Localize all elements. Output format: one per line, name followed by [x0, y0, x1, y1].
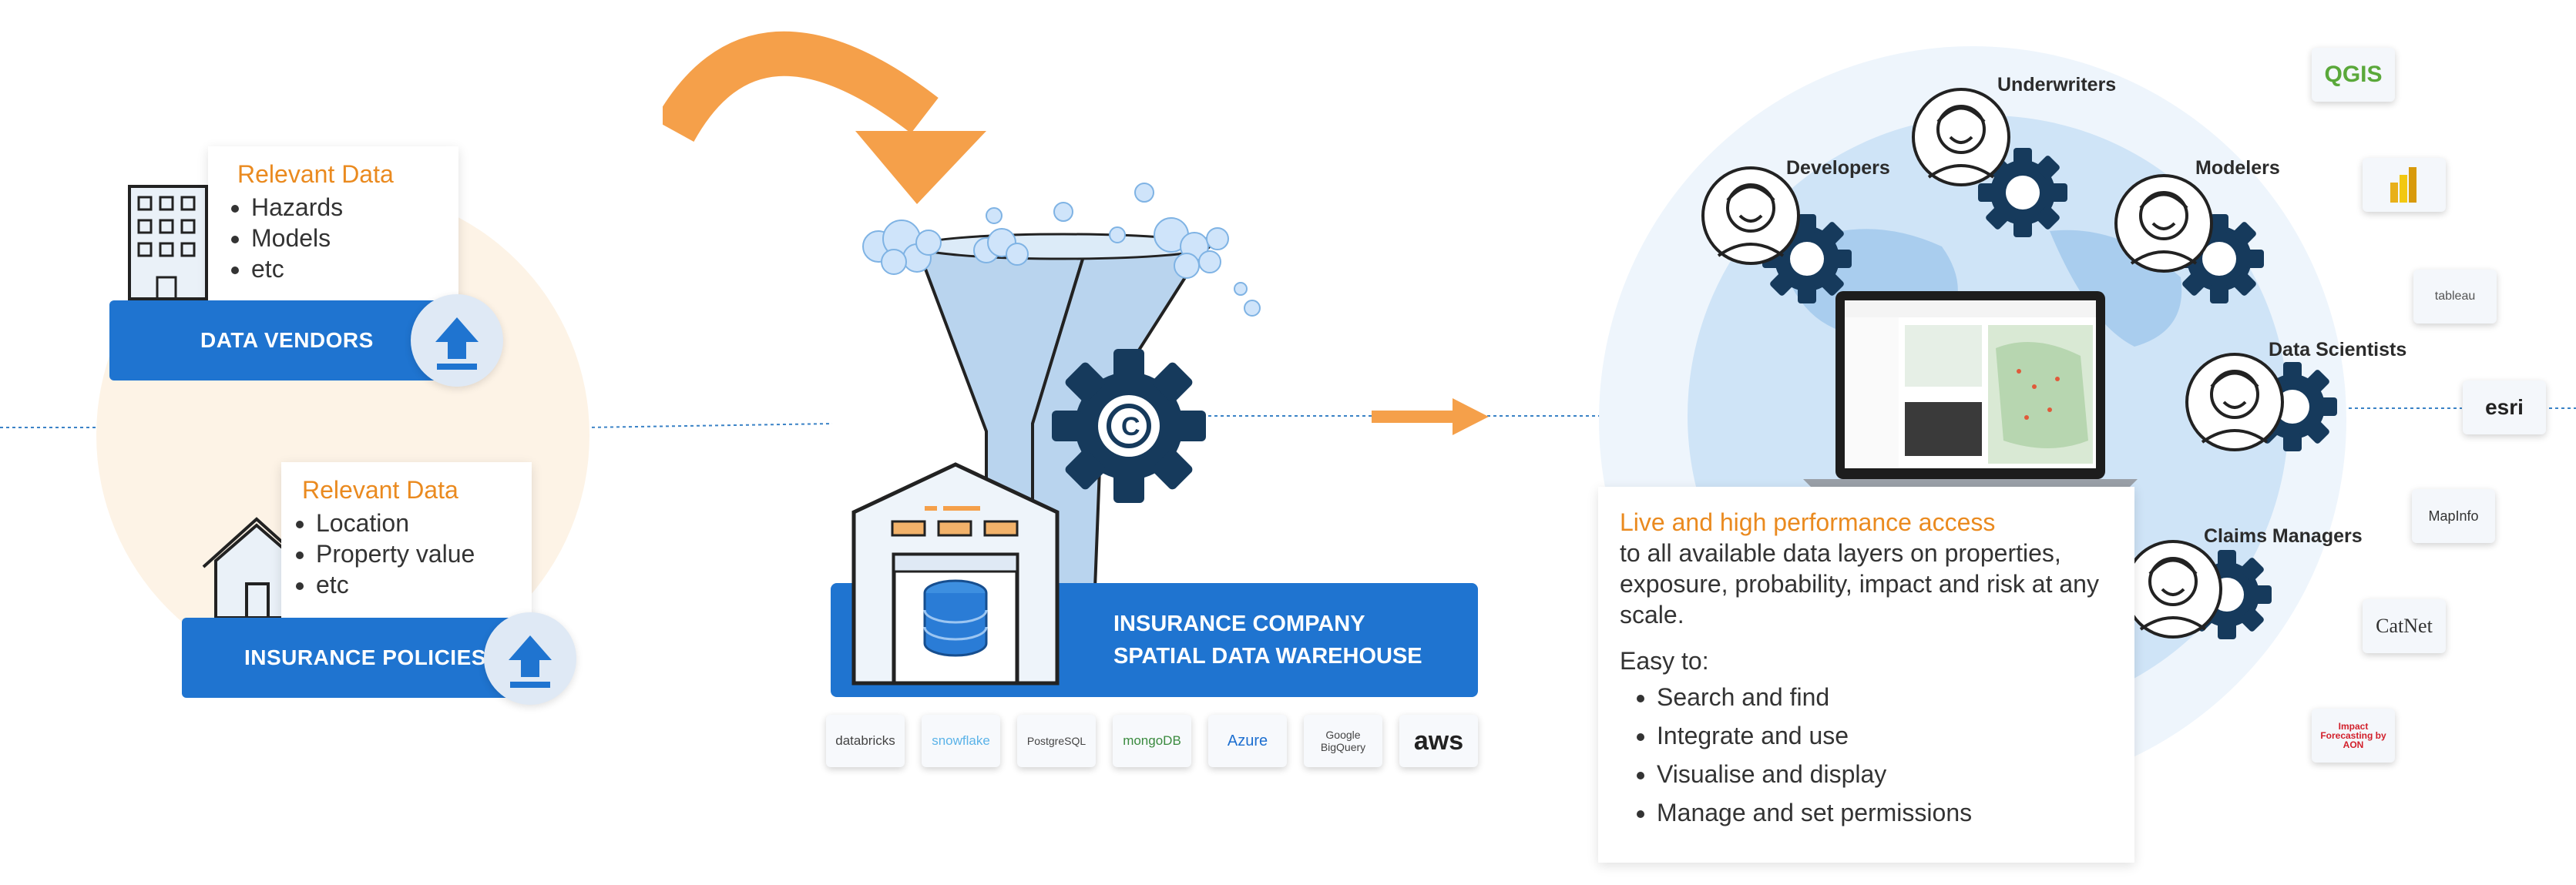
role-claims-managers-label: Claims Managers	[2204, 525, 2363, 547]
list-item: etc	[251, 253, 458, 284]
easy-to-list: Search and find Integrate and use Visual…	[1620, 678, 2134, 832]
list-item: Location	[316, 508, 532, 538]
power-bi-logo	[2363, 158, 2446, 212]
policies-card-title: Relevant Data	[302, 476, 458, 504]
mapinfo-logo: MapInfo	[2412, 489, 2495, 543]
mongodb-logo: mongoDB	[1113, 715, 1191, 767]
access-highlight: Live and high performance access	[1620, 508, 1996, 536]
list-item: Visualise and display	[1657, 755, 2134, 793]
insurance-policies-label: INSURANCE POLICIES	[244, 645, 486, 669]
role-underwriters-label: Underwriters	[1997, 74, 2117, 96]
snowflake-logo: snowflake	[922, 715, 1000, 767]
list-item: Search and find	[1657, 678, 2134, 716]
list-item: Models	[251, 223, 458, 253]
esri-logo: esri	[2463, 380, 2546, 434]
power-bi-icon	[2390, 167, 2416, 203]
warehouse-title-line2: SPATIAL DATA WAREHOUSE	[1113, 644, 1422, 669]
tableau-logo: tableau	[2413, 270, 2497, 323]
qgis-logo: QGIS	[2312, 48, 2395, 102]
funnel-icon	[862, 183, 1261, 626]
arrow-right-icon	[1372, 398, 1489, 435]
role-developers-label: Developers	[1786, 157, 1890, 179]
aws-logo: aws	[1399, 715, 1478, 767]
azure-logo: Azure	[1208, 715, 1287, 767]
vendors-relevant-data-card: Relevant Data Hazards Models etc	[208, 146, 458, 308]
laptop-icon	[1803, 291, 2138, 490]
vendors-data-list: Hazards Models etc	[214, 192, 458, 284]
postgresql-logo: PostgreSQL	[1017, 715, 1096, 767]
list-item: Hazards	[251, 192, 458, 223]
access-description: to all available data layers on properti…	[1620, 539, 2099, 629]
insurance-policies-banner: INSURANCE POLICIES	[182, 618, 529, 698]
data-vendors-banner: DATA VENDORS	[109, 300, 456, 380]
policies-data-list: Location Property value etc	[279, 508, 532, 600]
list-item: Property value	[316, 538, 532, 569]
catnet-logo: CatNet	[2363, 599, 2446, 653]
vendors-card-title: Relevant Data	[237, 160, 394, 188]
aon-logo: Impact Forecasting by AON	[2312, 709, 2395, 763]
curved-arrow-icon	[663, 31, 986, 204]
warehouse-building-icon	[851, 462, 1060, 686]
google-bigquery-logo: Google BigQuery	[1304, 715, 1382, 767]
warehouse-title: INSURANCE COMPANY SPATIAL DATA WAREHOUSE	[1113, 608, 1422, 672]
role-modelers-label: Modelers	[2195, 157, 2280, 179]
policies-relevant-data-card: Relevant Data Location Property value et…	[281, 462, 532, 624]
data-vendors-label: DATA VENDORS	[200, 328, 374, 352]
svg-text:C: C	[1121, 412, 1140, 441]
warehouse-title-line1: INSURANCE COMPANY	[1113, 612, 1365, 636]
easy-to-label: Easy to:	[1620, 647, 1709, 675]
role-data-scientists-label: Data Scientists	[2269, 339, 2407, 360]
upload-icon	[484, 612, 576, 705]
list-item: Integrate and use	[1657, 716, 2134, 755]
list-item: etc	[316, 569, 532, 600]
gear-icon: C	[1052, 349, 1206, 503]
upload-icon	[411, 294, 503, 387]
access-info-card: Live and high performance access to all …	[1598, 487, 2134, 863]
list-item: Manage and set permissions	[1657, 793, 2134, 832]
databricks-logo: databricks	[826, 715, 905, 767]
